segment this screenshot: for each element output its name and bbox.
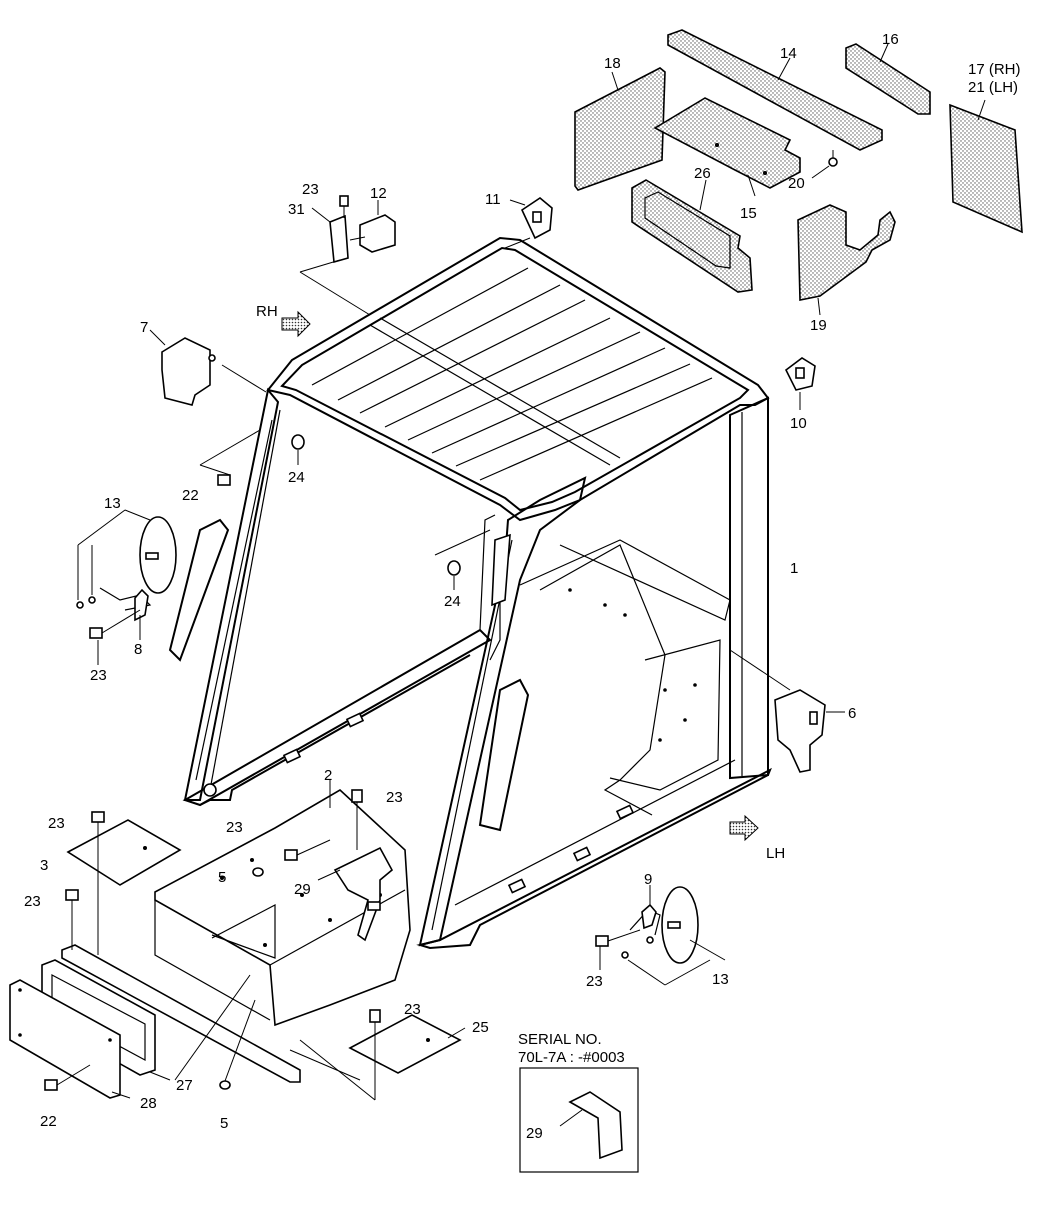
label-lh: LH [766, 845, 785, 862]
serial-title: SERIAL NO. [518, 1031, 602, 1048]
mirror-13-right [621, 886, 726, 986]
bracket-9 [641, 885, 657, 930]
cab-frame [168, 236, 772, 950]
bracket-8 [134, 588, 149, 640]
cover-28 [9, 979, 131, 1099]
label-11: 11 [485, 191, 501, 208]
label-7: 7 [140, 319, 148, 336]
pad-18 [574, 67, 666, 191]
pad-26 [631, 179, 753, 293]
bracket-6 [729, 649, 845, 773]
label-17: 17 (RH) [968, 61, 1021, 78]
grommet-24-top [291, 434, 305, 465]
pad-16 [845, 43, 931, 115]
label-16: 16 [882, 31, 899, 48]
label-19: 19 [810, 317, 827, 334]
bolt-23-top [339, 195, 349, 218]
lh-arrow-icon [729, 814, 759, 842]
label-29b: 29 [526, 1125, 543, 1142]
label-23g: 23 [404, 1001, 421, 1018]
cover-3 [66, 819, 182, 886]
label-13b: 13 [712, 971, 729, 988]
labels: 1 2 3 5 5 6 7 8 9 10 11 12 13 13 14 15 1… [24, 31, 1021, 1142]
label-9: 9 [644, 871, 652, 888]
label-23e: 23 [226, 819, 243, 836]
label-23h: 23 [586, 973, 603, 990]
mirror-12 [349, 200, 396, 253]
label-31: 31 [288, 201, 305, 218]
label-26: 26 [694, 165, 711, 182]
label-1: 1 [790, 560, 798, 577]
grommet-24-mid [434, 529, 491, 590]
label-rh: RH [256, 303, 278, 320]
pad-14 [667, 29, 883, 151]
label-10: 10 [790, 415, 807, 432]
label-20: 20 [788, 175, 805, 192]
label-23a: 23 [302, 181, 319, 198]
box-2 [154, 780, 411, 1027]
label-22a: 22 [182, 487, 199, 504]
label-18: 18 [604, 55, 621, 72]
label-29a: 29 [294, 881, 311, 898]
label-6: 6 [848, 705, 856, 722]
label-8: 8 [134, 641, 142, 658]
label-15: 15 [740, 205, 757, 222]
label-5b: 5 [220, 1115, 228, 1132]
label-3: 3 [40, 857, 48, 874]
rh-arrow-icon [281, 310, 311, 338]
clip-20 [811, 150, 838, 179]
pad-19 [797, 204, 896, 316]
label-14: 14 [780, 45, 797, 62]
label-24b: 24 [444, 593, 461, 610]
cap-11 [504, 197, 553, 249]
label-23c: 23 [48, 815, 65, 832]
mirror-13-left [76, 509, 177, 611]
bracket-31 [299, 207, 371, 316]
label-25: 25 [472, 1019, 489, 1036]
label-27: 27 [176, 1077, 193, 1094]
bracket-7 [149, 329, 267, 406]
cover-25 [289, 1014, 466, 1081]
label-12: 12 [370, 185, 387, 202]
serial-range: 70L-7A : -#0003 [518, 1049, 625, 1066]
bolts-lower [44, 789, 381, 1101]
serial-inset [519, 1067, 639, 1173]
label-13a: 13 [104, 495, 121, 512]
pad-15 [653, 97, 801, 197]
plate-29 [317, 846, 394, 942]
rail-27 [61, 944, 301, 1083]
label-23b: 23 [90, 667, 107, 684]
bolts-23-sides [89, 429, 641, 970]
label-21: 21 (LH) [968, 79, 1018, 96]
label-24a: 24 [288, 469, 305, 486]
cap-10 [784, 357, 816, 410]
label-23d: 23 [24, 893, 41, 910]
label-5a: 5 [218, 869, 226, 886]
label-28: 28 [140, 1095, 157, 1112]
label-2: 2 [324, 767, 332, 784]
pad-17-21 [949, 99, 1023, 234]
label-23f: 23 [386, 789, 403, 806]
label-22b: 22 [40, 1113, 57, 1130]
